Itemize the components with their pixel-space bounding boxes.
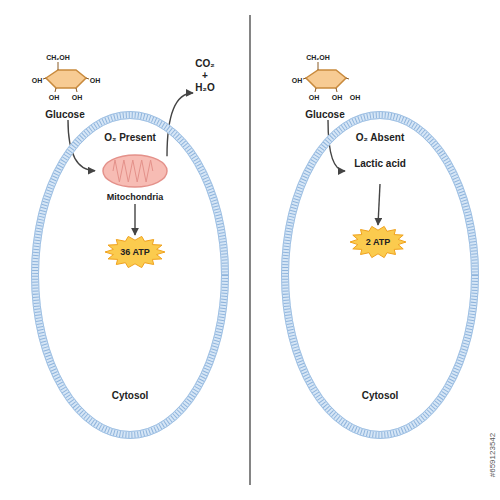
atp-burst: 2 ATP [349, 225, 407, 259]
flow-arrow [378, 184, 380, 225]
atom-label: CH₂OH [46, 54, 70, 61]
atom-label: OH [309, 94, 320, 101]
atom-label: OH [350, 94, 361, 101]
glucose-ring [43, 62, 89, 92]
atp-burst: 36 ATP [104, 235, 166, 269]
condition-label: O₂ Present [104, 132, 156, 143]
membrane-outer [32, 112, 229, 439]
cristae [113, 160, 153, 182]
mitochondrion-shape [95, 152, 175, 190]
membrane-inner [39, 119, 222, 432]
atom-label: OH [90, 77, 101, 84]
product-text: Lactic acid [345, 158, 415, 184]
flow-arrow [134, 204, 135, 235]
node-text: 2 ATP [366, 237, 391, 247]
membrane-band [35, 115, 225, 435]
stock-id: #659123542 [488, 433, 497, 478]
atom-label: OH [72, 94, 83, 101]
product-text: CO₂ + H₂O [190, 58, 220, 96]
node-text: Mitochondria [95, 192, 175, 202]
membrane-heads [285, 115, 475, 435]
mitochondrion: Mitochondria [95, 152, 175, 204]
cell-outline: Cytosol Lactic acid 2 ATP [280, 110, 480, 440]
atom-label: OH [32, 77, 43, 84]
glucose-ring [303, 62, 349, 92]
condition-label: O₂ Absent [356, 132, 405, 143]
divider-line [249, 15, 250, 485]
node-text: 36 ATP [120, 247, 150, 257]
membrane-heads [35, 115, 225, 435]
atom-label: OH [292, 77, 303, 84]
node-text: Glucose [295, 109, 355, 120]
node-text: Lactic acid [345, 158, 415, 170]
atom-label: OH [332, 94, 343, 101]
node-text: CO₂ + H₂O [195, 58, 214, 94]
node-text: Cytosol [280, 390, 480, 401]
membrane-band [285, 115, 475, 435]
cell-outline: Cytosol Mitochondria 36 ATP [30, 110, 230, 440]
membrane-outer [282, 112, 479, 439]
node-text: Glucose [35, 109, 95, 120]
atom-label: CH₂OH [306, 54, 330, 61]
node-text: Cytosol [30, 390, 230, 401]
membrane-inner [289, 119, 472, 432]
atom-label: OH [49, 94, 60, 101]
